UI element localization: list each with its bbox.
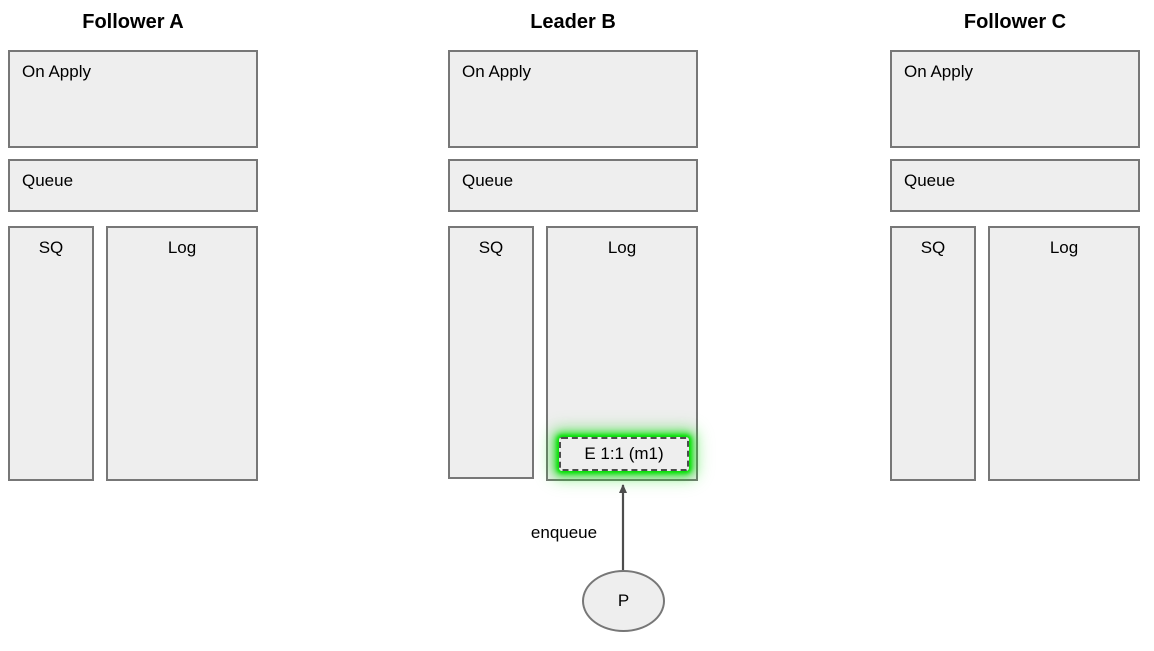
column-title-follower-a: Follower A xyxy=(82,11,184,33)
follower-a-queue-box[interactable]: Queue xyxy=(8,159,258,212)
follower-c-sq-label: SQ xyxy=(920,238,946,257)
producer-node[interactable]: P xyxy=(582,570,665,632)
follower-c-log-label: Log xyxy=(1049,238,1079,257)
leader-b-queue-label: Queue xyxy=(462,171,514,190)
follower-c-sq-box[interactable]: SQ xyxy=(890,226,976,481)
leader-b-on-apply-label: On Apply xyxy=(462,62,531,81)
leader-b-sq-label: SQ xyxy=(478,238,504,257)
follower-a-on-apply-label: On Apply xyxy=(22,62,91,81)
leader-b-log-entry-1[interactable]: E 1:1 (m1) xyxy=(559,437,689,471)
column-title-leader-b: Leader B xyxy=(530,11,616,33)
column-title-follower-c: Follower C xyxy=(963,11,1067,33)
follower-a-log-label: Log xyxy=(167,238,197,257)
follower-c-queue-box[interactable]: Queue xyxy=(890,159,1140,212)
follower-a-on-apply-box[interactable]: On Apply xyxy=(8,50,258,148)
follower-c-on-apply-label: On Apply xyxy=(904,62,973,81)
leader-b-on-apply-box[interactable]: On Apply xyxy=(448,50,698,148)
follower-a-sq-label: SQ xyxy=(38,238,64,257)
leader-b-log-entry-1-label: E 1:1 (m1) xyxy=(584,444,664,463)
follower-c-log-box[interactable]: Log xyxy=(988,226,1140,481)
leader-b-sq-box[interactable]: SQ xyxy=(448,226,534,479)
follower-c-queue-label: Queue xyxy=(904,171,956,190)
follower-c-on-apply-box[interactable]: On Apply xyxy=(890,50,1140,148)
follower-a-sq-box[interactable]: SQ xyxy=(8,226,94,481)
follower-a-log-box[interactable]: Log xyxy=(106,226,258,481)
follower-a-queue-label: Queue xyxy=(22,171,74,190)
producer-label: P xyxy=(617,591,630,610)
enqueue-edge-label: enqueue xyxy=(507,523,621,543)
leader-b-log-label: Log xyxy=(607,238,637,257)
leader-b-queue-box[interactable]: Queue xyxy=(448,159,698,212)
